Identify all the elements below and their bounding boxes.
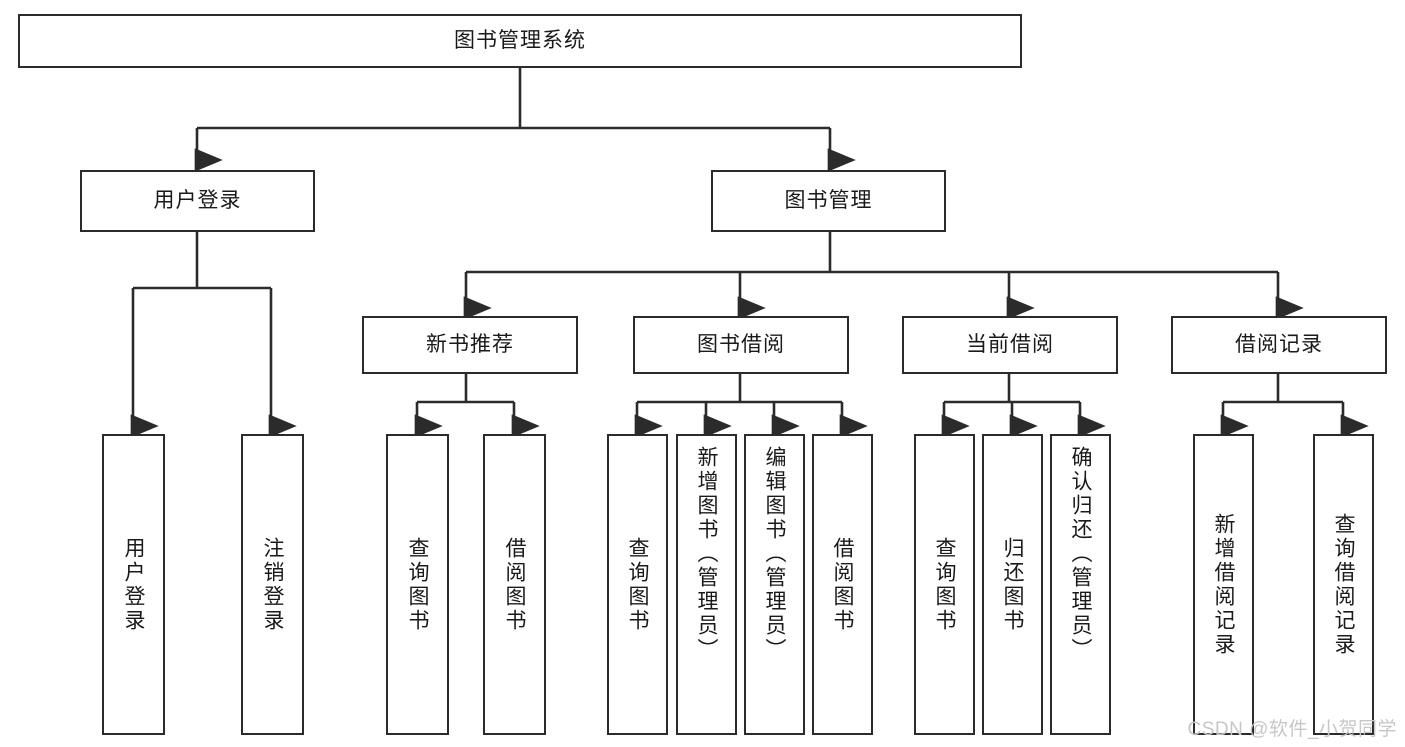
leaf-borrow-book-1-label: 借阅图书 — [503, 536, 527, 633]
leaf-user-login[interactable]: 用户登录 — [102, 434, 165, 735]
leaf-query-book-2-label: 查询图书 — [626, 536, 650, 633]
leaf-add-record[interactable]: 新增借阅记录 — [1193, 434, 1254, 735]
leaf-query-book-3-label: 查询图书 — [933, 536, 957, 633]
leaf-query-record[interactable]: 查询借阅记录 — [1313, 434, 1374, 735]
node-book-borrow-label: 图书借阅 — [697, 332, 785, 356]
leaf-edit-book-label: 编辑图书（管理员） — [763, 446, 787, 662]
leaf-return-book-label: 归还图书 — [1001, 536, 1025, 633]
node-current-borrow-label: 当前借阅 — [966, 332, 1054, 356]
node-root[interactable]: 图书管理系统 — [18, 14, 1022, 68]
node-book-borrow[interactable]: 图书借阅 — [633, 316, 849, 374]
node-borrow-record-label: 借阅记录 — [1235, 332, 1323, 356]
node-user-login[interactable]: 用户登录 — [80, 170, 315, 232]
node-book-management[interactable]: 图书管理 — [711, 170, 946, 232]
leaf-confirm-return-label: 确认归还（管理员） — [1069, 446, 1093, 662]
node-user-login-label: 用户登录 — [153, 188, 242, 212]
node-new-book-recommend[interactable]: 新书推荐 — [362, 316, 578, 374]
node-book-management-label: 图书管理 — [784, 188, 873, 212]
leaf-add-book[interactable]: 新增图书（管理员） — [676, 434, 737, 735]
leaf-query-book-1[interactable]: 查询图书 — [386, 434, 449, 735]
leaf-borrow-book-1[interactable]: 借阅图书 — [483, 434, 546, 735]
leaf-query-book-3[interactable]: 查询图书 — [914, 434, 975, 735]
leaf-query-record-label: 查询借阅记录 — [1332, 512, 1356, 657]
leaf-confirm-return[interactable]: 确认归还（管理员） — [1050, 434, 1111, 735]
leaf-borrow-book-2[interactable]: 借阅图书 — [812, 434, 873, 735]
node-current-borrow[interactable]: 当前借阅 — [902, 316, 1118, 374]
leaf-return-book[interactable]: 归还图书 — [982, 434, 1043, 735]
leaf-query-book-2[interactable]: 查询图书 — [607, 434, 668, 735]
leaf-add-book-label: 新增图书（管理员） — [695, 446, 719, 662]
node-root-label: 图书管理系统 — [454, 28, 586, 52]
leaf-edit-book[interactable]: 编辑图书（管理员） — [744, 434, 805, 735]
watermark-text: CSDN @软件_小贺同学 — [1187, 719, 1397, 740]
node-new-book-recommend-label: 新书推荐 — [426, 332, 514, 356]
leaf-add-record-label: 新增借阅记录 — [1212, 512, 1236, 657]
leaf-logout-login-label: 注销登录 — [261, 536, 285, 633]
leaf-logout-login[interactable]: 注销登录 — [241, 434, 304, 735]
leaf-query-book-1-label: 查询图书 — [406, 536, 430, 633]
leaf-user-login-label: 用户登录 — [122, 536, 146, 633]
leaf-borrow-book-2-label: 借阅图书 — [831, 536, 855, 633]
node-borrow-record[interactable]: 借阅记录 — [1171, 316, 1387, 374]
